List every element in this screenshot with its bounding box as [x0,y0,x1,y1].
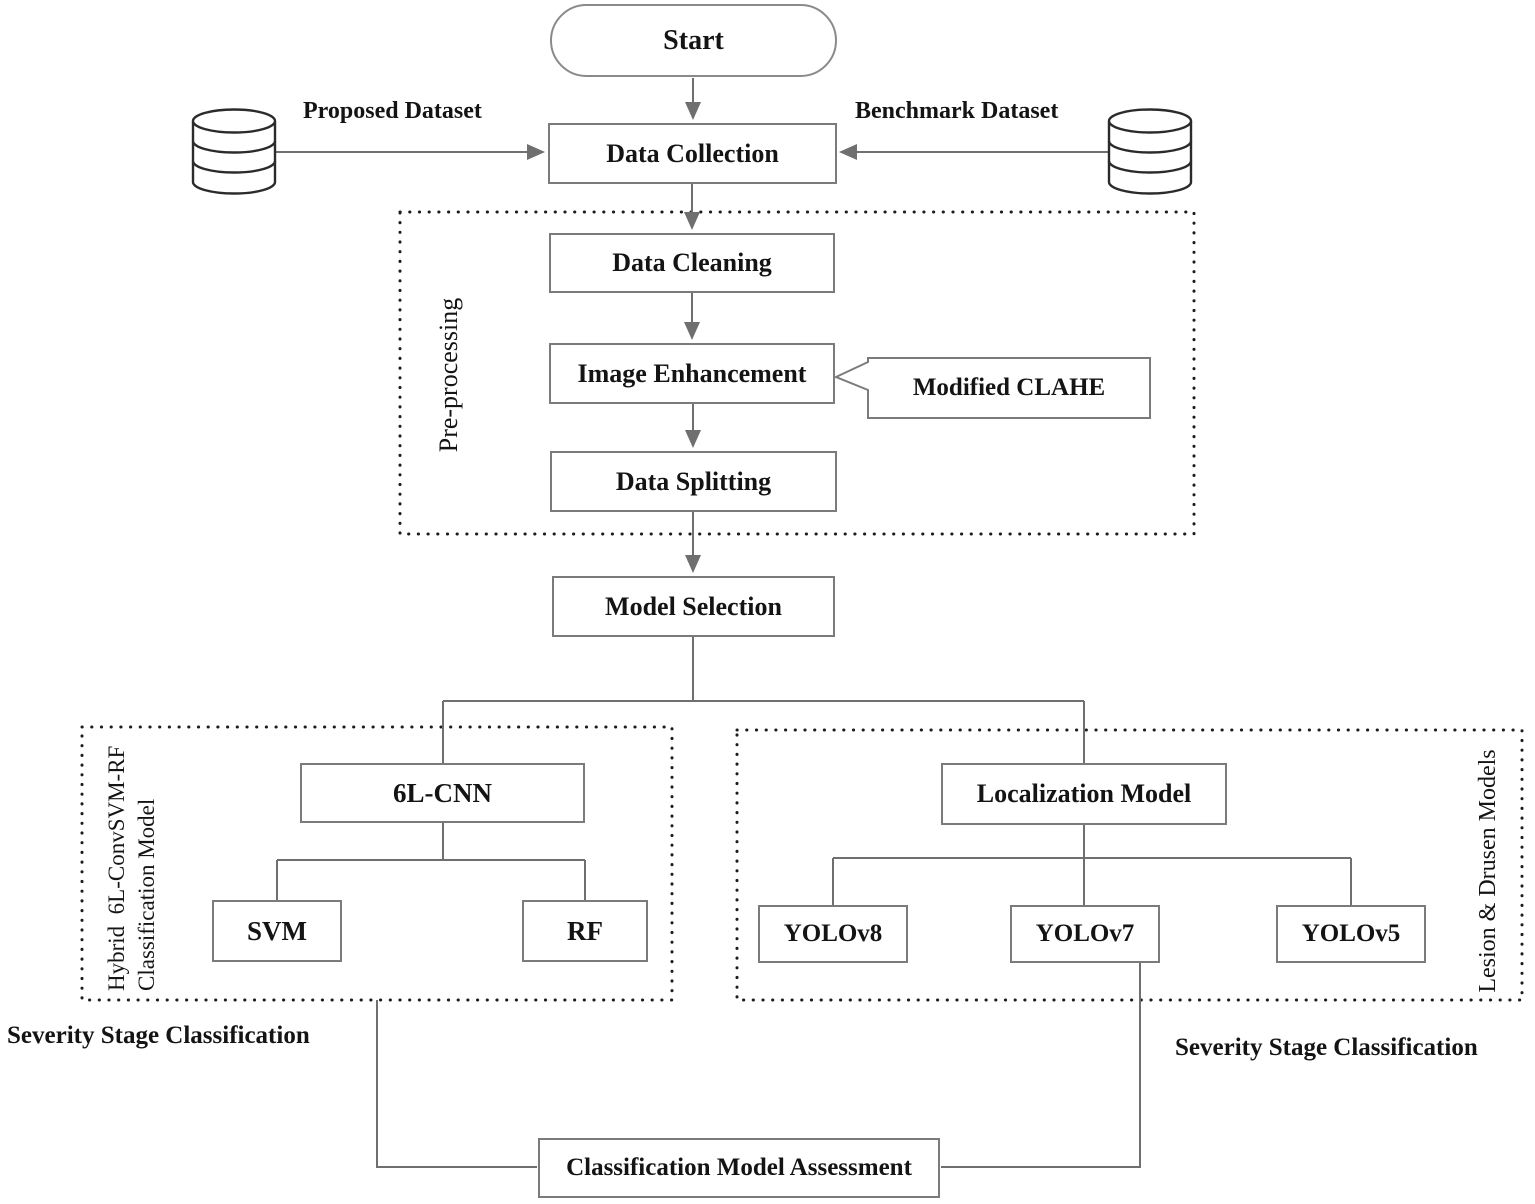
lesion-group-label: Lesion & Drusen Models [1475,749,1501,993]
model-selection-node: Model Selection [552,576,835,637]
preprocessing-group-frame [398,210,1196,536]
rf-node: RF [522,900,648,962]
data-cleaning-node: Data Cleaning [549,233,835,293]
cnn-node: 6L-CNN [300,763,585,823]
yolov5-node: YOLOv5 [1276,905,1426,963]
yolov8-node: YOLOv8 [758,905,908,963]
database-icon [191,108,277,195]
hybrid-group-label-line1: Hybrid 6L-ConvSVM-RF [104,745,129,991]
database-icon [1107,108,1193,195]
hybrid-group-label-line2: Classification Model [133,798,159,991]
lesion-group-frame [735,728,1524,1002]
hybrid-group-frame [80,725,674,1002]
modified-clahe-callout: Modified CLAHE [912,374,1106,401]
data-collection-node: Data Collection [548,123,837,184]
connector-selection-branches [442,637,1085,764]
image-enhancement-node: Image Enhancement [549,343,835,404]
preprocessing-group-label: Pre-processing [434,297,463,453]
connector-cnn-branches [276,823,586,901]
proposed-dataset-label: Proposed Dataset [303,98,482,124]
yolov7-node: YOLOv7 [1010,905,1160,963]
assessment-node: Classification Model Assessment [538,1138,940,1198]
benchmark-dataset-label: Benchmark Dataset [855,98,1059,124]
severity-caption-right: Severity Stage Classification [1175,1034,1478,1061]
connector-localization-branches [832,825,1352,906]
callout-bubble [833,357,1151,419]
start-node: Start [550,4,837,77]
severity-caption-left: Severity Stage Classification [7,1022,310,1049]
data-splitting-node: Data Splitting [550,451,837,512]
localization-model-node: Localization Model [941,763,1227,825]
svm-node: SVM [212,900,342,962]
connector-yolov7-to-assessment [941,963,1141,1168]
connector-left-to-assessment [376,1000,537,1168]
hybrid-group-label: Hybrid 6L-ConvSVM-RF Classification Mode… [102,727,164,991]
